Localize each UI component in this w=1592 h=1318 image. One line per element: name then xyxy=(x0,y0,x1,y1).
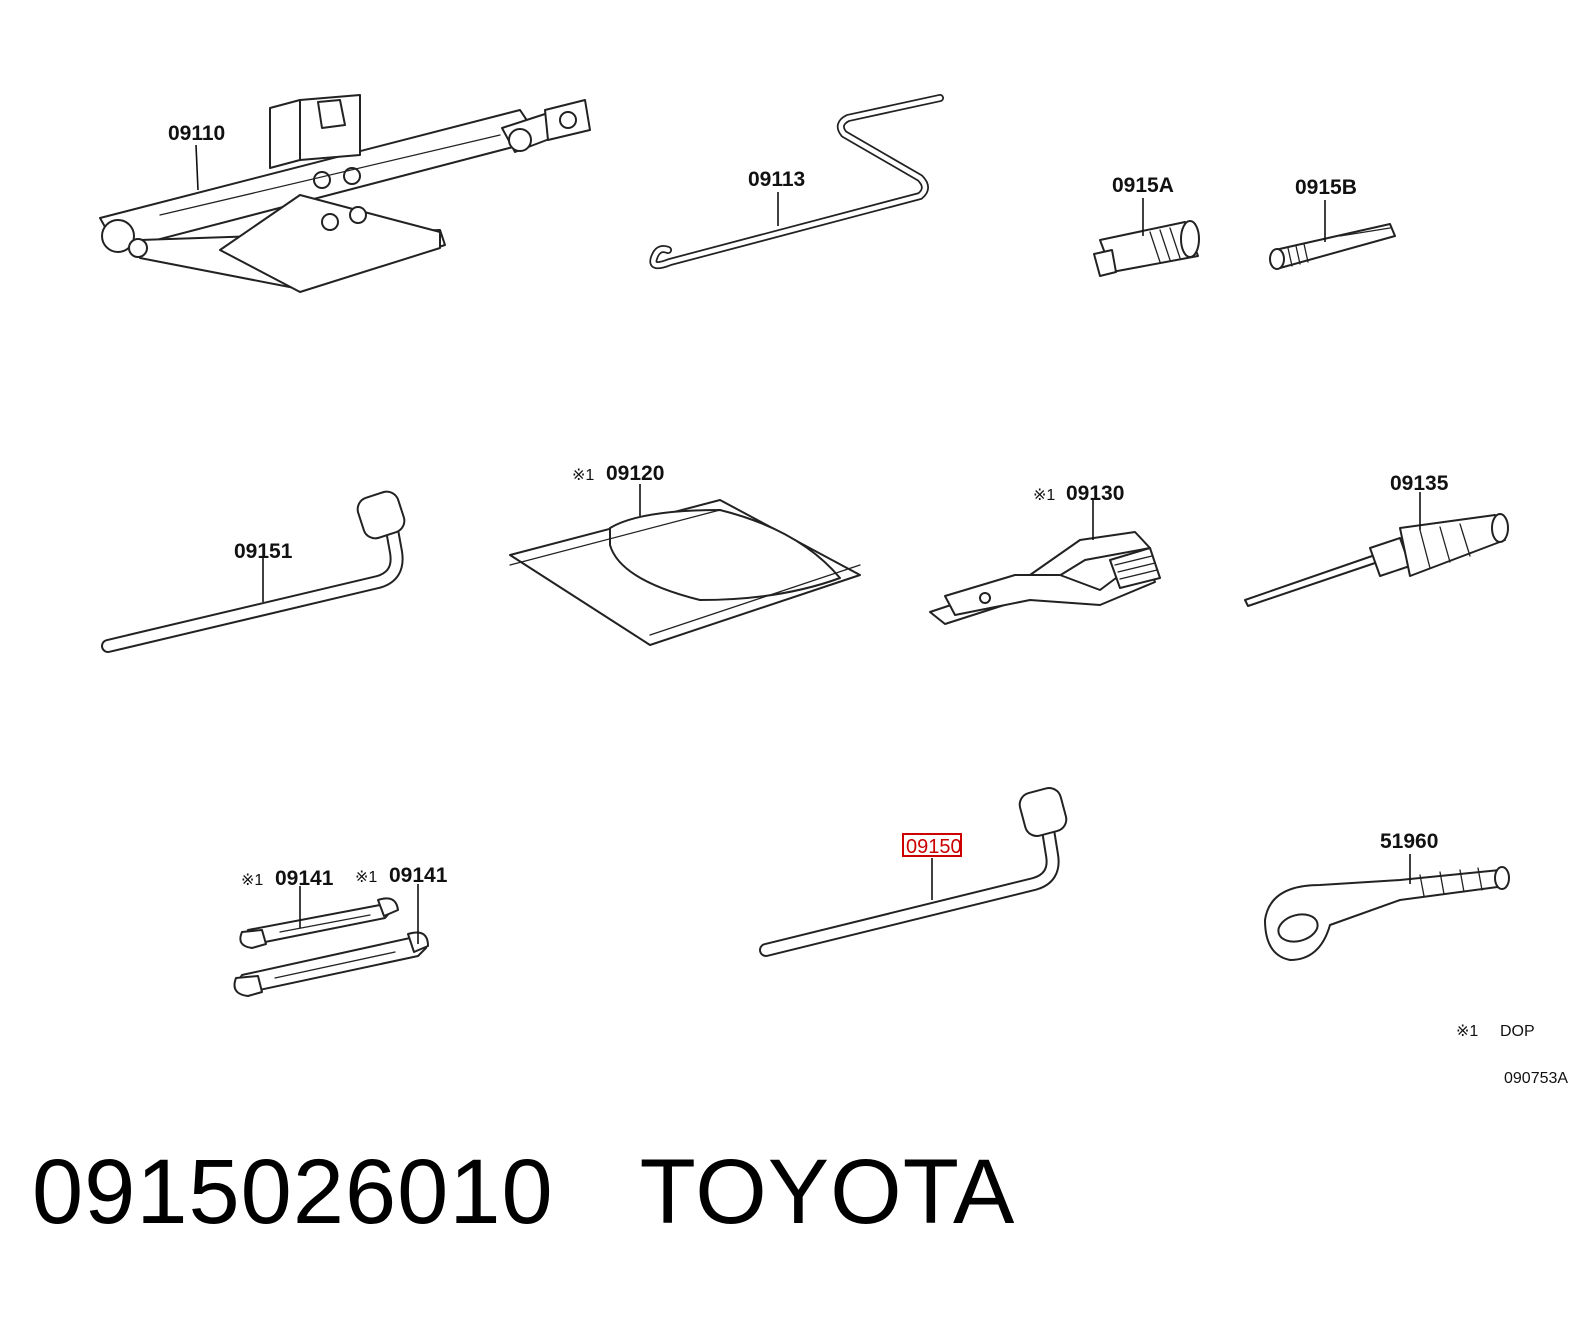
part-label-0915a[interactable]: 0915A xyxy=(1112,174,1174,197)
extension-0915b-illustration xyxy=(1269,223,1396,270)
footer-brand: TOYOTA xyxy=(639,1141,1016,1243)
part-label-09110[interactable]: 09110 xyxy=(168,122,225,145)
dop-marker-09141-right: ※1 xyxy=(355,869,377,886)
lug-wrench-09150-illustration xyxy=(759,787,1068,957)
part-label-09130[interactable]: 09130 xyxy=(1066,482,1124,505)
part-label-09141-left[interactable]: 09141 xyxy=(275,867,334,890)
part-label-51960[interactable]: 51960 xyxy=(1380,830,1438,853)
screwdriver-illustration xyxy=(1244,513,1509,607)
legend-text: DOP xyxy=(1500,1023,1535,1040)
adapter-0915a-illustration xyxy=(1093,220,1200,277)
part-label-09151[interactable]: 09151 xyxy=(234,540,293,563)
dop-marker-09130: ※1 xyxy=(1033,487,1055,504)
footer-caption: 0915026010 TOYOTA xyxy=(32,1140,1015,1245)
part-label-09113[interactable]: 09113 xyxy=(748,168,805,191)
legend-marker: ※1 xyxy=(1456,1023,1478,1040)
lug-wrench-09151-illustration xyxy=(101,490,406,653)
part-label-09141-right[interactable]: 09141 xyxy=(389,864,448,887)
part-label-0915b[interactable]: 0915B xyxy=(1295,176,1357,199)
scissor-jack-illustration xyxy=(99,94,591,293)
jack-handle-illustration xyxy=(649,94,944,270)
open-wrenches-illustration xyxy=(233,897,429,997)
part-label-09135[interactable]: 09135 xyxy=(1390,472,1449,495)
towing-eye-illustration xyxy=(1264,866,1510,961)
part-label-09150[interactable]: 09150 xyxy=(906,836,962,858)
part-label-09120[interactable]: 09120 xyxy=(606,462,664,485)
pliers-illustration xyxy=(929,531,1161,625)
tool-bag-illustration xyxy=(509,499,861,646)
dop-marker-09141-left: ※1 xyxy=(241,872,263,889)
footer-part-number: 0915026010 xyxy=(32,1141,554,1243)
diagram-code: 090753A xyxy=(1504,1070,1568,1087)
dop-marker-09120: ※1 xyxy=(572,467,594,484)
selected-part-highlight xyxy=(902,833,962,857)
